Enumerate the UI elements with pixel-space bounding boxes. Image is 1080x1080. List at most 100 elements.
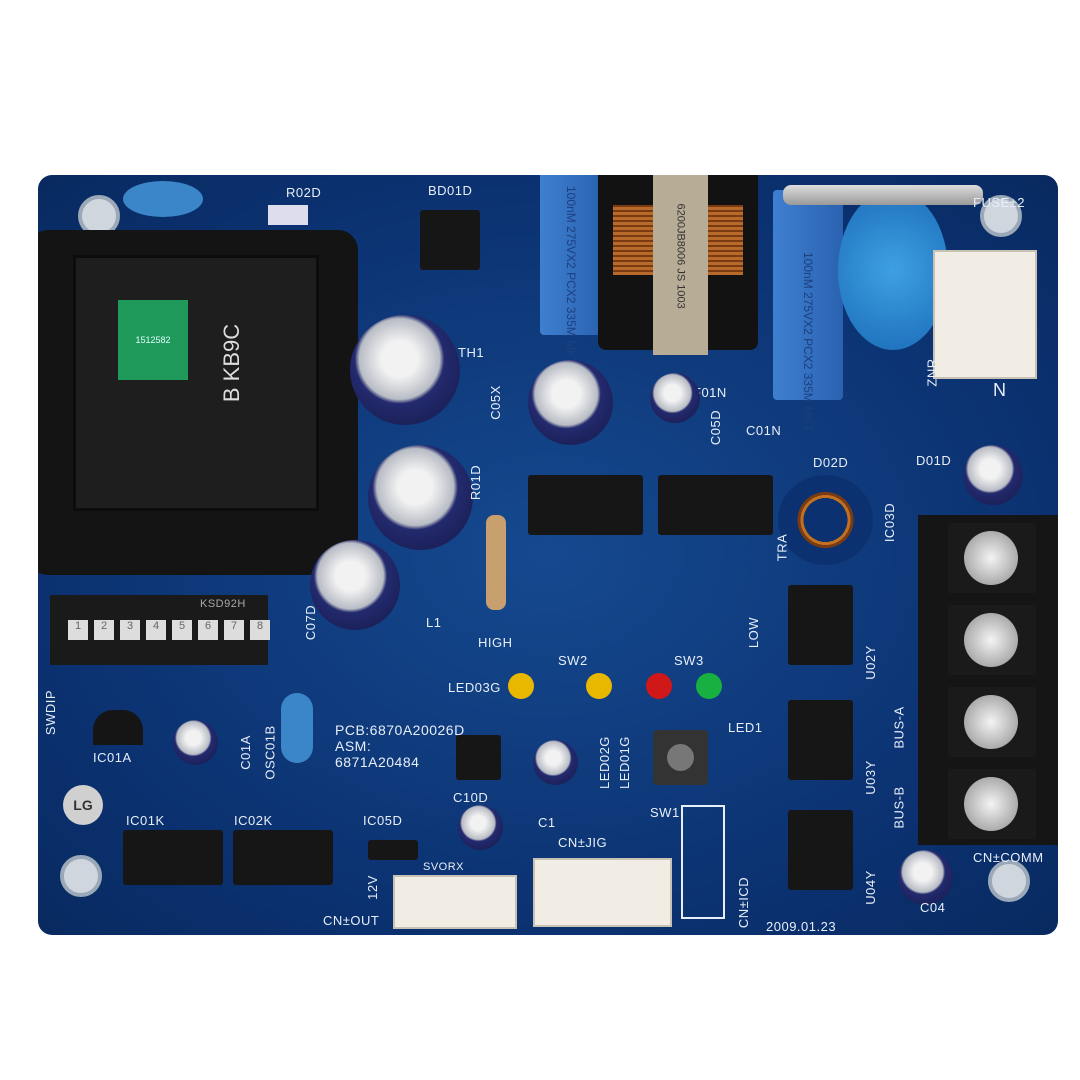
electrolytic-capacitor xyxy=(533,740,578,785)
electrolytic-capacitor xyxy=(350,315,460,425)
label-cn-icd: CN±ICD xyxy=(736,876,752,929)
ic-ic02k xyxy=(233,830,333,885)
label-date: 2009.01.23 xyxy=(766,919,837,934)
dip-switch-1[interactable]: 1 xyxy=(68,620,88,640)
dip-switch-4[interactable]: 4 xyxy=(146,620,166,640)
mounting-hole xyxy=(60,855,102,897)
ic-ic01k xyxy=(123,830,223,885)
mounting-hole xyxy=(988,860,1030,902)
transistor-ic05d xyxy=(368,840,418,860)
lg-logo: LG xyxy=(63,785,103,825)
label-pcb-number: PCB:6870A20026D xyxy=(335,722,465,738)
label-c04: C04 xyxy=(920,900,946,915)
pcb-board: 1512582 B KB9C R02D BD01D TH1 100nM 275V… xyxy=(38,175,1058,935)
regulator xyxy=(456,735,501,780)
label-fuse: FUSE±2 xyxy=(973,195,1026,210)
label-c05x: C05X xyxy=(487,385,503,420)
screw-terminal[interactable] xyxy=(948,769,1036,839)
common-mode-choke: 6200JB8006 JS 1003 xyxy=(598,175,758,355)
label-f01n: F01N xyxy=(693,385,727,400)
label-u02y: U02Y xyxy=(862,645,878,680)
label-r01d: R01D xyxy=(468,464,484,501)
label-svorx: SVORX xyxy=(423,861,465,873)
varistor xyxy=(838,190,948,350)
label-bd01d: BD01D xyxy=(428,183,473,198)
electrolytic-capacitor xyxy=(310,540,400,630)
label-znr: ZNR xyxy=(924,358,940,387)
label-low: LOW xyxy=(746,616,762,649)
label-c07d: C07D xyxy=(303,604,319,641)
label-d02d: D02D xyxy=(813,455,849,470)
dip-switch-2[interactable]: 2 xyxy=(94,620,114,640)
label-ic05d: IC05D xyxy=(363,813,403,828)
bridge-rectifier xyxy=(420,210,480,270)
label-led03g: LED03G xyxy=(448,680,501,695)
label-bus-a: BUS-A xyxy=(891,706,907,749)
power-connector xyxy=(933,250,1037,379)
connector-icd xyxy=(681,805,725,919)
label-u03y: U03Y xyxy=(862,760,878,795)
transformer-code: B KB9C xyxy=(219,323,245,403)
label-cn-out: CN±OUT xyxy=(323,913,380,928)
ic-u04y xyxy=(788,810,853,890)
label-r02d: R02D xyxy=(286,185,322,200)
label-high: HIGH xyxy=(478,635,513,650)
push-button-sw1[interactable] xyxy=(653,730,708,785)
fuse xyxy=(783,185,983,205)
toroidal-inductor xyxy=(778,475,873,565)
electrolytic-capacitor xyxy=(963,445,1023,505)
x2-capacitor: 100nM 275VX2 PCX2 335M MKT xyxy=(540,175,602,365)
label-tra: TRA xyxy=(774,533,790,562)
ic-u03y xyxy=(788,700,853,780)
electrolytic-capacitor xyxy=(458,805,503,850)
connector-jig xyxy=(533,858,672,927)
label-c01n: C01N xyxy=(746,423,782,438)
electrolytic-capacitor xyxy=(173,720,218,765)
led-green xyxy=(696,673,722,699)
label-c05d: C05D xyxy=(708,409,724,446)
electrolytic-capacitor xyxy=(898,850,953,905)
connector-out xyxy=(393,875,517,929)
dip-switch-5[interactable]: 5 xyxy=(172,620,192,640)
transistor-ic01a xyxy=(93,710,143,745)
screw-terminal[interactable] xyxy=(948,605,1036,675)
label-c1: C1 xyxy=(538,815,556,830)
electrolytic-capacitor xyxy=(650,373,700,423)
label-sw3: SW3 xyxy=(674,653,704,668)
screw-terminal[interactable] xyxy=(948,523,1036,593)
dip-switch-6[interactable]: 6 xyxy=(198,620,218,640)
electrolytic-capacitor xyxy=(528,360,613,445)
transformer: 1512582 B KB9C xyxy=(38,230,358,575)
resistor-r01d xyxy=(486,515,506,610)
label-c01a: C01A xyxy=(237,735,253,770)
relay xyxy=(658,475,773,535)
label-n: N xyxy=(993,380,1007,400)
label-th1: TH1 xyxy=(458,345,485,360)
label-led01g: LED01G xyxy=(616,736,632,789)
label-u04y: U04Y xyxy=(862,870,878,905)
led-yellow xyxy=(586,673,612,699)
relay xyxy=(528,475,643,535)
led-yellow xyxy=(508,673,534,699)
label-led1: LED1 xyxy=(728,720,763,735)
label-swdip: SWDIP xyxy=(43,689,59,736)
label-sw1: SW1 xyxy=(650,805,680,820)
dip-switch-8[interactable]: 8 xyxy=(250,620,270,640)
dip-switch-3[interactable]: 3 xyxy=(120,620,140,640)
terminal-block xyxy=(918,515,1058,845)
dip-switch[interactable]: KSD92H 1 2 3 4 5 6 7 8 xyxy=(50,595,270,665)
resistor-r02d xyxy=(268,205,308,225)
transformer-label: 1512582 xyxy=(118,300,188,380)
label-asm: ASM: xyxy=(335,738,372,754)
label-ic02k: IC02K xyxy=(234,813,273,828)
x2-capacitor: 100nM 275VX2 PCX2 335M MKT xyxy=(773,190,843,431)
label-c10d: C10D xyxy=(453,790,489,805)
label-12v: 12V xyxy=(364,875,380,900)
electrolytic-capacitor xyxy=(368,445,473,550)
screw-terminal[interactable] xyxy=(948,687,1036,757)
mounting-hole xyxy=(980,195,1022,237)
label-ksd92h: KSD92H xyxy=(200,598,246,610)
dip-switch-7[interactable]: 7 xyxy=(224,620,244,640)
oscillator xyxy=(281,693,313,763)
label-sw2: SW2 xyxy=(558,653,588,668)
